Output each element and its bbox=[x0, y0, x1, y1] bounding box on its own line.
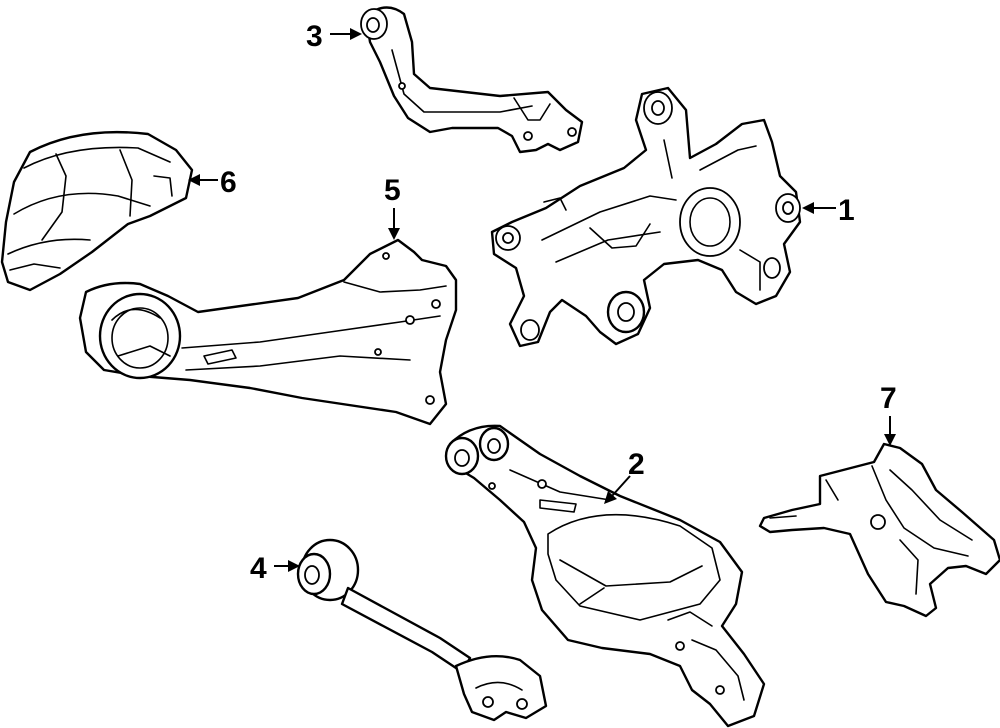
callout-1-label: 1 bbox=[838, 194, 855, 227]
callout-2: 2 bbox=[604, 448, 645, 504]
callout-6-label: 6 bbox=[220, 166, 237, 199]
callout-2-label: 2 bbox=[628, 448, 645, 481]
callout-4: 4 bbox=[250, 552, 300, 585]
part-4-lateral-link[interactable] bbox=[296, 538, 548, 722]
callout-6: 6 bbox=[188, 166, 237, 199]
part-5-trailing-arm[interactable] bbox=[78, 238, 458, 426]
callout-5: 5 bbox=[384, 174, 401, 240]
callout-3-label: 3 bbox=[306, 20, 323, 53]
callout-5-label: 5 bbox=[384, 174, 401, 207]
callout-7-label: 7 bbox=[880, 382, 897, 415]
callout-4-label: 4 bbox=[250, 552, 267, 585]
part-2-lower-control-arm[interactable] bbox=[444, 424, 766, 728]
callout-3: 3 bbox=[306, 20, 362, 53]
part-7-bracket[interactable] bbox=[758, 442, 1000, 618]
part-6-shield[interactable] bbox=[0, 130, 194, 292]
part-1-knuckle[interactable] bbox=[490, 86, 802, 348]
part-3-upper-control-arm[interactable] bbox=[360, 6, 584, 154]
callout-1: 1 bbox=[802, 194, 855, 227]
callout-7: 7 bbox=[880, 382, 897, 446]
